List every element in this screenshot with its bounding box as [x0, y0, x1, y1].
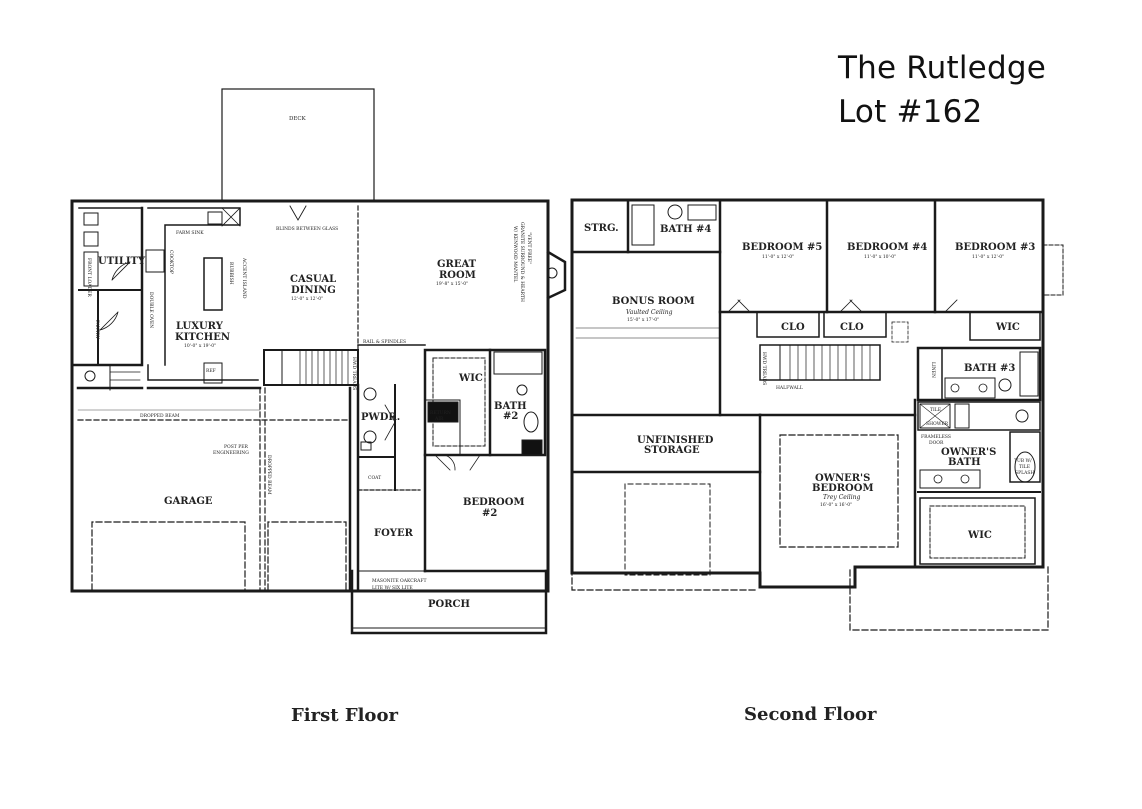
bedroom5-label: BEDROOM #5 — [742, 242, 822, 253]
vent-free-label-3: W/ KENWOOD MANTEL — [512, 226, 518, 282]
tub-label-2: TILE — [1019, 464, 1030, 470]
bath2-label-1: BATH — [494, 401, 527, 412]
kitchen-label-1: LUXURY — [176, 321, 224, 332]
return-air-label-1: RETURN — [430, 410, 451, 416]
bath3-label: BATH #3 — [964, 363, 1015, 374]
first-floor-caption: First Floor — [291, 705, 398, 726]
frameless-label-1: FRAMELESS — [921, 434, 951, 440]
hwd-treads-2-label: HWD TREADS — [761, 352, 767, 385]
bedroom2-label-2: #2 — [482, 508, 497, 519]
bedroom2-label-1: BEDROOM — [463, 497, 525, 508]
dining-label-2: DINING — [291, 285, 336, 296]
closet-label-2: CLO — [840, 322, 864, 333]
owners-wic-label: WIC — [967, 530, 992, 541]
rail-label: RAIL & SPINDLES — [363, 339, 406, 345]
powder-label: PWDR. — [361, 412, 400, 423]
bonus-room-size: 15'-0" x 17'-0" — [627, 317, 659, 323]
wic-label: WIC — [458, 373, 483, 384]
porch-label: PORCH — [428, 599, 470, 610]
cooktop-label: COOKTOP — [168, 250, 174, 274]
pantry-label: PANTRY — [94, 320, 100, 340]
unfinished-label-2: STORAGE — [644, 445, 700, 456]
blinds-label: BLINDS BETWEEN GLASS — [276, 226, 338, 232]
vaulted-ceiling-label: Vaulted Ceiling — [626, 309, 673, 316]
owners-bedroom-label-2: BEDROOM — [812, 483, 874, 494]
frameless-label-2: DOOR — [929, 440, 944, 446]
great-room-size: 19'-8" x 15'-0" — [436, 281, 468, 287]
return-air-label-2: AIR — [434, 416, 444, 422]
halfwall-label: HALFWALL — [776, 385, 803, 391]
bedroom5-size: 11'-0" x 12'-0" — [762, 254, 794, 260]
storage-label: STRG. — [584, 223, 619, 234]
bonus-room-label: BONUS ROOM — [612, 296, 695, 307]
kitchen-label-2: KITCHEN — [175, 332, 230, 343]
lot-number: Lot #162 — [838, 94, 983, 130]
bedroom4-size: 11'-0" x 10'-0" — [864, 254, 896, 260]
owners-bath-label-2: BATH — [948, 457, 981, 468]
bath4-label: BATH #4 — [660, 224, 711, 235]
wic-top-label: WIC — [995, 322, 1020, 333]
vent-free-label-1: "VENT FREE" — [526, 232, 532, 264]
tray-ceiling-label: Trey Ceiling — [823, 494, 860, 501]
post-per-label-1: POST PER — [224, 444, 249, 450]
utility-label: UTILITY — [98, 256, 146, 267]
deck-label: DECK — [289, 116, 307, 122]
linen-label: LINEN — [930, 362, 936, 378]
kitchen-island — [203, 257, 223, 311]
second-floor-exterior-wall — [570, 198, 1045, 589]
deck-outline — [221, 88, 375, 202]
tub-label-3: SPLASH — [1015, 470, 1034, 476]
owners-bedroom-size: 16'-0" x 16'-0" — [820, 502, 852, 508]
post-per-label-2: ENGINEERING — [213, 450, 249, 456]
dining-label-1: CASUAL — [290, 274, 336, 285]
bedroom3-label: BEDROOM #3 — [955, 242, 1035, 253]
first-floor-exterior-wall — [70, 199, 550, 593]
dining-size: 12'-0" x 12'-0" — [291, 296, 323, 302]
porch-outline — [350, 569, 548, 635]
double-oven-label: DOUBLE OVEN — [148, 292, 154, 328]
tile-shower-label-1: TILE — [930, 407, 941, 413]
bath2-label-2: #2 — [503, 411, 518, 422]
coat-label: COAT — [368, 475, 381, 481]
ref-label: REF — [206, 368, 216, 374]
great-room-label-2: ROOM — [439, 270, 476, 281]
bedroom3-size: 11'-0" x 12'-0" — [972, 254, 1004, 260]
unfinished-label-1: UNFINISHED — [637, 435, 714, 446]
kitchen-size: 10'-0" x 19'-0" — [184, 343, 216, 349]
owners-bedroom-label-1: OWNER'S — [815, 473, 870, 484]
garage-label: GARAGE — [164, 496, 213, 507]
accent-island-label: ACCENT ISLAND — [241, 257, 247, 299]
hwd-treads-label: HWD TREADS — [351, 357, 357, 390]
masonite-label-2: LITE W/ SIX LITE — [372, 585, 413, 591]
tub-label-1: TUB W/ — [1014, 458, 1032, 464]
vent-free-label-2: GRANITE SURROUND & HEARTH — [519, 222, 525, 302]
plan-title: The Rutledge — [838, 50, 1046, 86]
dropped-beam-label: DROPPED BEAM — [140, 413, 180, 419]
great-room-label-1: GREAT — [437, 259, 477, 270]
rubbish-label: RUBBISH — [228, 262, 234, 285]
farm-sink-label: FARM SINK — [176, 230, 204, 236]
first-floor-labels: DECK UTILITY LUXURY KITCHEN 10'-0" x 19'… — [86, 116, 532, 610]
tile-shower-label-2: SHOWER — [926, 421, 949, 427]
foyer-label: FOYER — [374, 528, 414, 539]
bedroom4-label: BEDROOM #4 — [847, 242, 927, 253]
masonite-label-1: MASONITE OAKCRAFT — [372, 578, 426, 584]
front-loader-label: FRONT LOADER — [86, 258, 92, 297]
closet-label-1: CLO — [781, 322, 805, 333]
dropped-beam-vertical-label: DROPPED BEAM — [266, 455, 272, 495]
second-floor-labels: STRG. BATH #4 BEDROOM #5 11'-0" x 12'-0"… — [584, 223, 1035, 541]
owners-bath-label-1: OWNER'S — [941, 447, 996, 458]
second-floor-caption: Second Floor — [744, 704, 877, 725]
